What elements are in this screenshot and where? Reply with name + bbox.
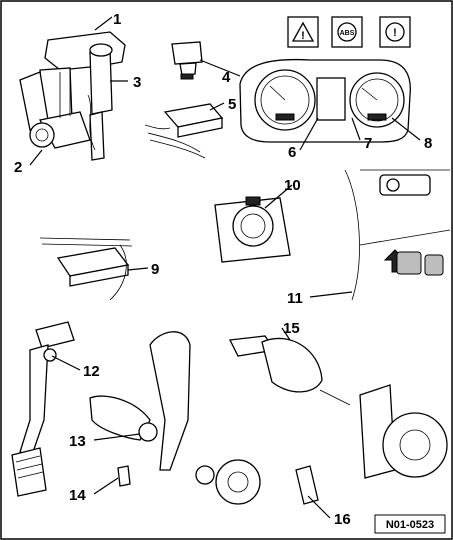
callout-11: 11 (287, 290, 303, 307)
callout-10: 10 (284, 177, 301, 194)
pressure-sensor (171, 41, 203, 80)
brake-warning-text: ! (393, 27, 397, 39)
abs-warning-icon (331, 16, 363, 48)
steering-knuckle (149, 331, 261, 505)
instrument-cluster (239, 58, 411, 143)
callout-5: 5 (228, 96, 236, 113)
wheel-speed-sensor-front (89, 395, 158, 487)
brake-pedal (11, 321, 75, 497)
callout-3: 3 (133, 74, 141, 91)
callout-4: 4 (222, 69, 231, 86)
callout-7: 7 (364, 135, 372, 152)
hydraulic-unit (19, 31, 126, 161)
callout-1: 1 (113, 11, 121, 28)
control-module (144, 103, 224, 159)
warning-icons: ! ABS ! (287, 16, 411, 48)
callout-13: 13 (69, 433, 86, 450)
abs-control-unit (39, 237, 133, 301)
callout-15: 15 (283, 320, 300, 337)
callout-6: 6 (288, 144, 296, 161)
warning-triangle-text: ! (301, 30, 305, 42)
callout-9: 9 (151, 261, 159, 278)
abs-warning-text: ABS (340, 30, 355, 37)
dashboard-switch-area (344, 169, 451, 301)
rear-wheel-hub (295, 384, 448, 505)
callout-2: 2 (14, 159, 22, 176)
callout-12: 12 (83, 363, 100, 380)
rear-drive-shaft (229, 335, 351, 406)
reference-code: N01-0523 (386, 519, 434, 531)
reference-box (374, 514, 446, 534)
steering-angle-sensor (214, 196, 291, 263)
leader-lines (29, 16, 421, 519)
callout-16: 16 (334, 511, 351, 528)
callout-14: 14 (69, 487, 86, 504)
callout-8: 8 (424, 135, 432, 152)
